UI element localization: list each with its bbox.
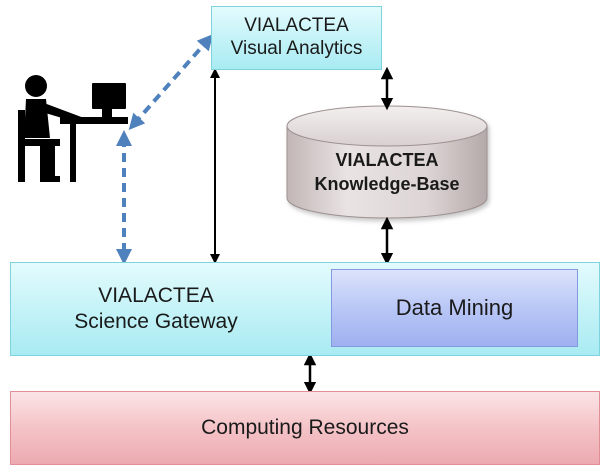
visual-analytics-box: VIALACTEA Visual Analytics — [211, 6, 382, 70]
visual-analytics-subtitle: Visual Analytics — [230, 38, 363, 59]
visual-analytics-title: VIALACTEA — [244, 15, 349, 37]
computing-resources-label: Computing Resources — [201, 416, 409, 440]
data-mining-box: Data Mining — [331, 269, 578, 347]
computing-resources-box: Computing Resources — [10, 391, 600, 465]
science-gateway-subtitle: Science Gateway — [74, 310, 238, 334]
user-at-computer-icon — [18, 75, 128, 182]
science-gateway-title: VIALACTEA — [98, 284, 214, 307]
dashed-arrow-user-visual — [128, 33, 214, 131]
knowledge-base-label: VIALACTEA Knowledge-Base — [287, 148, 487, 197]
science-gateway-label: VIALACTEA Science Gateway — [41, 283, 271, 336]
knowledge-base-subtitle: Knowledge-Base — [314, 174, 460, 195]
knowledge-base-title: VIALACTEA — [335, 150, 439, 170]
data-mining-label: Data Mining — [395, 294, 514, 320]
